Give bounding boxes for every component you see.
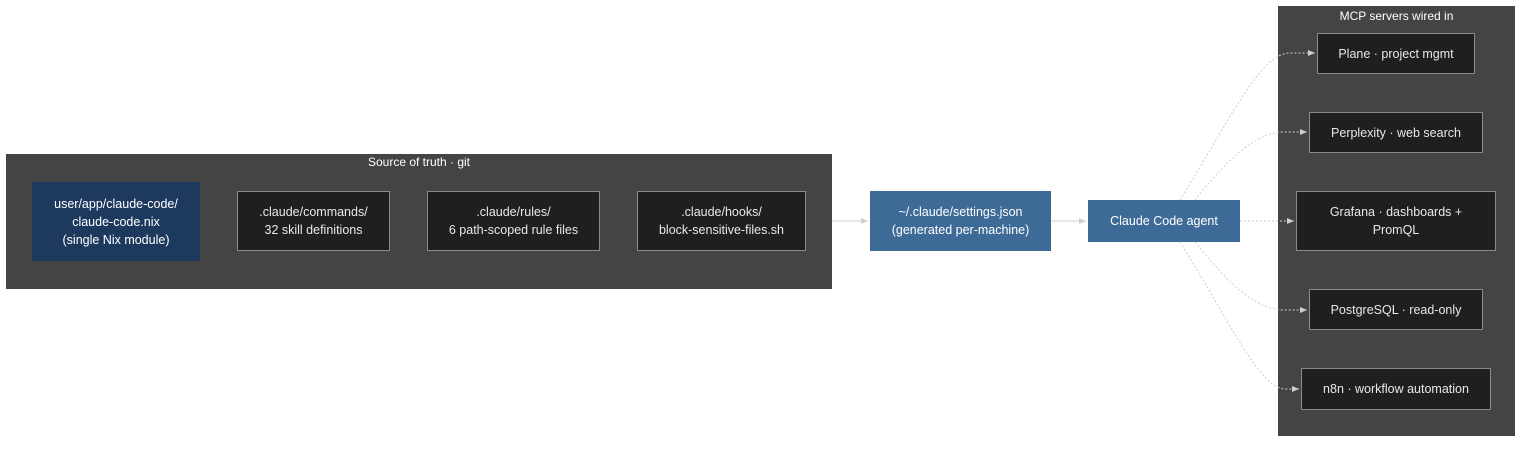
nix-module-node: user/app/claude-code/ claude-code.nix (s… [32,182,200,261]
claude-code-agent-node: Claude Code agent [1088,200,1240,242]
edge-agent-to-plane [1179,50,1315,201]
edge-agent-to-n8n [1179,241,1299,392]
commands-node: .claude/commands/ 32 skill definitions [237,191,390,251]
n8n-node: n8n · workflow automation [1301,368,1491,410]
edge-agent-to-perplexity [1194,129,1307,201]
hooks-node: .claude/hooks/ block-sensitive-files.sh [637,191,806,251]
settings-json-node: ~/.claude/settings.json (generated per-m… [870,191,1051,251]
perplexity-node: Perplexity · web search [1309,112,1483,153]
grafana-node: Grafana · dashboards + PromQL [1296,191,1496,251]
rules-node: .claude/rules/ 6 path-scoped rule files [427,191,600,251]
source-of-truth-title: Source of truth · git [367,155,471,169]
plane-node: Plane · project mgmt [1317,33,1475,74]
mcp-servers-title: MCP servers wired in [1339,9,1454,23]
postgres-node: PostgreSQL · read-only [1309,289,1483,330]
edge-agent-to-postgres [1194,241,1307,313]
